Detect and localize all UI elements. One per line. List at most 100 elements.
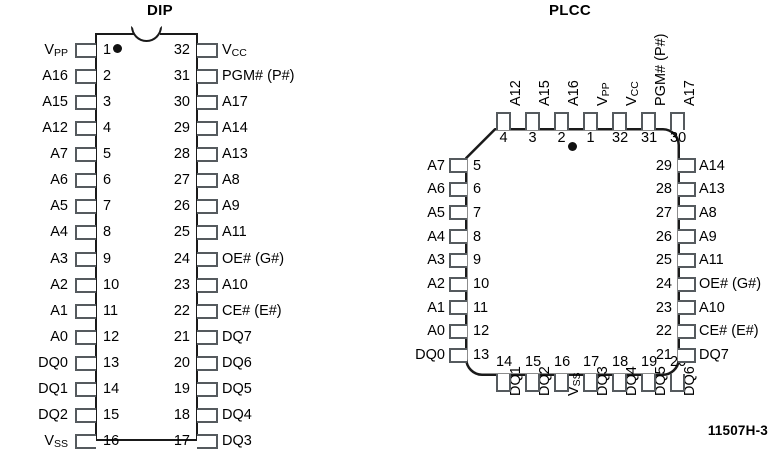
- dip-right-signal-label: VCC: [222, 41, 247, 59]
- dip-pin-stub: [75, 173, 96, 189]
- dip-left-pin-number: 4: [103, 119, 112, 136]
- plcc-right-signal-label: A8: [699, 204, 717, 221]
- dip-pin-stub: [75, 225, 96, 241]
- dip-right-signal-label: A13: [222, 146, 248, 163]
- plcc-right-signal-label: A9: [699, 228, 717, 245]
- plcc-top-pin-number: 1: [586, 130, 595, 146]
- dip-right-signal-label: PGM# (P#): [222, 67, 295, 84]
- dip-right-signal-label: A10: [222, 276, 248, 293]
- plcc-right-pin-number: 23: [655, 299, 672, 316]
- plcc-left-signal-label: A7: [427, 157, 445, 174]
- plcc-pin-stub: [496, 374, 511, 392]
- dip-right-signal-label: A11: [222, 224, 247, 241]
- plcc-bottom-signal-label: DQ5: [653, 366, 669, 396]
- plcc-right-signal-label: A13: [699, 181, 725, 198]
- plcc-right-pin-number: 24: [655, 276, 672, 292]
- dip-right-pin-number: 29: [173, 119, 190, 136]
- plcc-pin-stub: [678, 205, 696, 221]
- dip-pin-stub: [197, 382, 218, 398]
- plcc-pin-stub: [612, 374, 627, 392]
- dip-left-signal-label: A2: [50, 276, 68, 293]
- plcc-left-pin-number: 6: [473, 181, 482, 198]
- plcc-top-signal-label: A17: [682, 80, 698, 106]
- plcc-right-signal-label: DQ7: [699, 347, 729, 364]
- dip-left-signal-label: VPP: [44, 41, 68, 59]
- plcc-top-pin-number: 31: [641, 130, 658, 146]
- plcc-left-pin-number: 5: [473, 157, 482, 174]
- dip-pin-stub: [197, 277, 218, 293]
- plcc-top-signal-label: VCC: [624, 81, 641, 106]
- dip-pin-stub: [75, 277, 96, 293]
- plcc-pin-stub: [525, 112, 540, 130]
- dip-pin-stub: [75, 199, 96, 215]
- dip-pin-stub: [197, 173, 218, 189]
- dip-package-title: DIP: [147, 2, 173, 19]
- dip-pin-stub: [197, 225, 218, 241]
- dip-left-signal-label: A16: [42, 67, 68, 84]
- plcc-pin-stub: [583, 112, 598, 130]
- dip-left-signal-label: A6: [50, 172, 68, 189]
- plcc-pin-stub: [641, 374, 656, 392]
- dip-pin-stub: [75, 329, 96, 345]
- plcc-pin-stub: [449, 323, 467, 339]
- dip-left-signal-label: A4: [50, 224, 68, 241]
- plcc-left-signal-label: A3: [427, 252, 445, 269]
- dip-right-pin-number: 31: [173, 67, 190, 84]
- plcc-bottom-pin-number: 16: [554, 354, 571, 370]
- plcc-left-pin-number: 10: [473, 276, 490, 292]
- dip-left-signal-label: A0: [50, 328, 68, 345]
- dip-left-pin-number: 1: [103, 41, 112, 58]
- dip-pin-stub: [75, 303, 96, 319]
- plcc-top-pin-number: 4: [499, 130, 508, 146]
- dip-right-pin-number: 27: [173, 172, 190, 189]
- dip-pin-stub: [197, 329, 218, 345]
- dip-left-pin-number: 12: [103, 328, 120, 345]
- plcc-pin-stub: [678, 300, 696, 316]
- dip-right-signal-label: CE# (E#): [222, 302, 282, 319]
- plcc-top-signal-label: A16: [566, 80, 582, 106]
- dip-right-signal-label: DQ6: [222, 355, 252, 372]
- dip-pin-stub: [75, 42, 96, 58]
- plcc-right-signal-label: A11: [699, 252, 724, 269]
- plcc-right-signal-label: OE# (G#): [699, 276, 762, 292]
- dip-right-signal-label: DQ3: [222, 433, 252, 450]
- dip-left-pin-number: 3: [103, 93, 112, 110]
- dip-pin-stub: [75, 434, 96, 450]
- dip-left-signal-label: A1: [50, 302, 68, 319]
- dip-right-pin-number: 18: [173, 407, 190, 424]
- dip-pin-stub: [75, 251, 96, 267]
- plcc-pin-stub: [554, 374, 569, 392]
- dip-pin-stub: [197, 199, 218, 215]
- dip-pin-stub: [197, 42, 218, 58]
- plcc-right-signal-label: A10: [699, 299, 725, 316]
- plcc-pin-stub: [678, 252, 696, 268]
- plcc-pin1-dot-icon: [568, 142, 577, 151]
- plcc-bottom-pin-number: 15: [525, 354, 542, 370]
- dip-right-pin-number: 30: [173, 93, 190, 110]
- dip-left-pin-number: 14: [103, 381, 120, 398]
- dip-left-signal-label: A5: [50, 198, 68, 215]
- plcc-left-signal-label: A5: [427, 204, 445, 221]
- plcc-left-pin-number: 11: [473, 299, 489, 316]
- plcc-left-signal-label: A0: [427, 323, 445, 340]
- dip-pin-stub: [197, 94, 218, 110]
- plcc-pin-stub: [496, 112, 511, 130]
- dip-right-pin-number: 19: [173, 381, 190, 398]
- dip-pin-stub: [197, 408, 218, 424]
- dip-left-pin-number: 10: [103, 276, 120, 293]
- plcc-package-title: PLCC: [548, 2, 592, 19]
- dip-right-pin-number: 22: [173, 302, 190, 319]
- dip-left-pin-number: 2: [103, 67, 112, 84]
- dip-left-signal-label: A7: [50, 146, 68, 163]
- dip-left-pin-number: 5: [103, 146, 112, 163]
- plcc-top-pin-number: 2: [557, 130, 566, 146]
- dip-pin-stub: [75, 147, 96, 163]
- plcc-pin-stub: [525, 374, 540, 392]
- plcc-right-pin-number: 22: [655, 323, 672, 340]
- dip-pin-stub: [197, 434, 218, 450]
- dip-right-pin-number: 21: [173, 328, 190, 345]
- plcc-bottom-signal-label: VSS: [566, 372, 583, 396]
- dip-pin-stub: [75, 408, 96, 424]
- plcc-right-pin-number: 21: [655, 347, 672, 364]
- plcc-bottom-pin-number: 18: [612, 354, 629, 370]
